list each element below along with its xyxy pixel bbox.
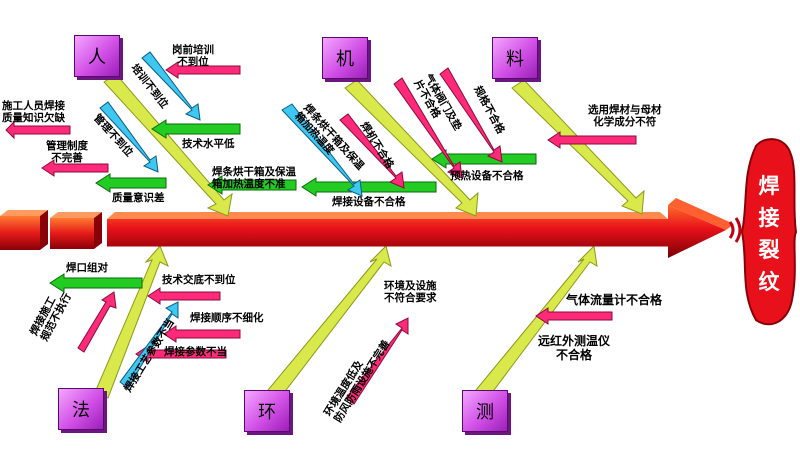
category-box-liao: 料	[492, 37, 538, 79]
cause-line: 不合格	[556, 348, 593, 362]
cause-line: 施工人员焊接	[2, 100, 65, 112]
cause-label: 技术水平低	[182, 138, 235, 150]
cause-label: 环境及设施 不符合要求	[384, 280, 437, 304]
category-label: 测	[476, 402, 494, 423]
category-label: 人	[88, 47, 106, 68]
category-box-fa: 法	[58, 388, 104, 430]
cause-label: 施工人员焊接 质量知识欠缺	[2, 100, 65, 124]
cause-line: 不到位	[177, 56, 209, 68]
cause-label: 技术交底不到位	[162, 274, 236, 286]
cause-label: 远红外测温仪 不合格	[538, 334, 610, 362]
effect-char: 纹	[758, 269, 780, 294]
category-label: 机	[336, 49, 354, 70]
spine	[0, 198, 742, 258]
category-box-ji: 机	[322, 37, 368, 79]
category-label: 法	[72, 400, 90, 421]
cause-label: 预热设备不合格	[450, 170, 524, 182]
pink-arrows	[5, 61, 637, 405]
cause-line: 远红外测温仪	[538, 334, 611, 348]
effect-shape	[740, 138, 798, 326]
cause-line: 环境及设施	[384, 280, 437, 292]
cause-label: 岗前培训 不到位	[172, 44, 214, 68]
cause-label: 焊口组对	[66, 262, 108, 274]
effect-char: 焊	[758, 173, 780, 198]
cause-line: 质量知识欠缺	[2, 112, 65, 124]
cause-label: 焊条烘干箱及保温 箱加热温度不准	[212, 166, 296, 190]
cause-label: 管理制度 不完善	[46, 140, 88, 164]
cause-line: 不完善	[51, 152, 83, 164]
category-label: 环	[258, 402, 276, 423]
cause-label: 气体流量计不合格	[566, 293, 663, 307]
category-label: 料	[506, 49, 524, 70]
cause-line: 焊条烘干箱及保温	[212, 166, 296, 178]
cause-label: 质量意识差	[112, 192, 165, 204]
cause-line: 箱加热温度不准	[212, 178, 286, 190]
cause-label: 焊接设备不合格	[332, 196, 406, 208]
effect-char: 裂	[758, 237, 780, 262]
effect-label: 焊 接 裂 纹	[747, 146, 791, 321]
category-box-ce: 测	[462, 390, 508, 432]
cause-line: 岗前培训	[172, 44, 214, 56]
category-box-huan: 环	[244, 390, 290, 432]
cyan-arrows	[99, 51, 363, 389]
category-box-ren: 人	[74, 35, 120, 77]
cause-label: 焊接顺序不细化	[190, 312, 264, 324]
cause-line: 不符合要求	[384, 292, 437, 304]
cause-label: 焊接参数不当	[164, 346, 227, 358]
main-bones	[95, 73, 645, 399]
cause-line: 化学成分不符	[593, 116, 657, 128]
cause-label: 选用焊材与母材 化学成分不符	[588, 104, 662, 128]
effect-char: 接	[758, 205, 780, 230]
cause-line: 管理制度	[46, 140, 88, 152]
cause-line: 选用焊材与母材	[588, 104, 662, 116]
